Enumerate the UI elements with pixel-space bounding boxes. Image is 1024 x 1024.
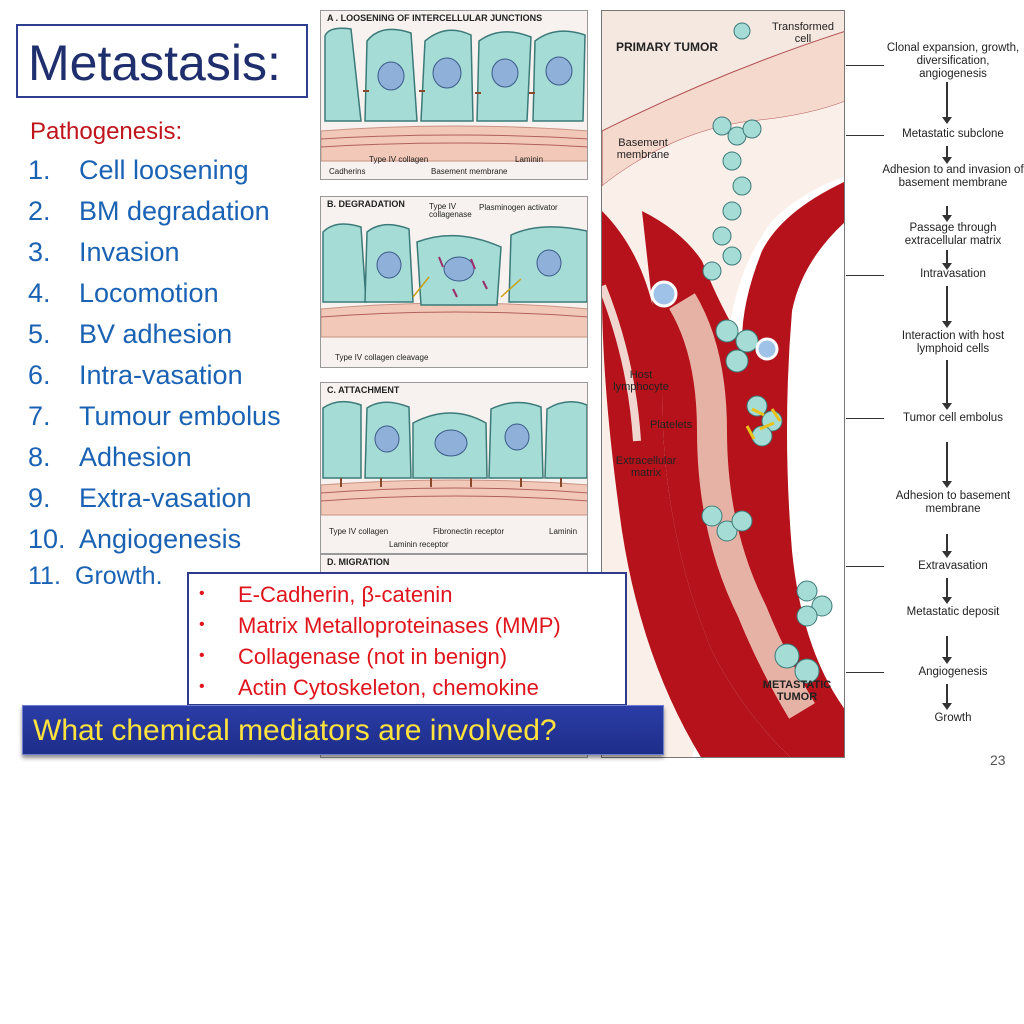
flow-connector — [846, 672, 884, 673]
flow-step: Passage through extracellular matrix — [904, 222, 1002, 248]
panel-title: C. ATTACHMENT — [327, 385, 400, 395]
flow-connector — [846, 275, 884, 276]
flow-step: Angiogenesis — [918, 666, 988, 678]
flow-connector — [846, 135, 884, 136]
slide-title: Metastasis: — [28, 35, 281, 91]
panel-attachment: C. ATTACHMENT Type IV co — [320, 382, 588, 554]
flow-step: Adhesion to basement membrane — [895, 490, 1011, 516]
panel-label: Type IV collagen cleavage — [335, 353, 429, 362]
flow-step: Interaction with host lymphoid cells — [901, 330, 1005, 356]
flow-connector — [846, 65, 884, 66]
flow-arrow — [942, 82, 952, 124]
label-host-lymphocyte: Host lymphocyte — [613, 369, 669, 394]
slide-title-box: Metastasis: — [16, 24, 308, 98]
flow-arrow — [942, 146, 952, 164]
label-platelets: Platelets — [650, 419, 693, 431]
panel-title: B. DEGRADATION — [327, 199, 405, 209]
flow-arrow — [942, 684, 952, 710]
flow-step: Growth — [934, 712, 972, 724]
question-banner: What chemical mediators are involved? — [22, 705, 664, 755]
label-metastatic-tumor: METASTATIC TUMOR — [762, 679, 832, 704]
panel-label: Laminin receptor — [389, 540, 449, 549]
panel-label: Cadherins — [329, 167, 366, 176]
flow-arrow — [942, 206, 952, 222]
panel-title: A . LOOSENING OF INTERCELLULAR JUNCTIONS — [327, 13, 543, 23]
label-transformed-cell: Transformed cell — [772, 21, 834, 46]
flow-step: Intravasation — [920, 268, 986, 280]
panel-label: Type IV collagen — [329, 527, 389, 536]
label-primary-tumor: PRIMARY TUMOR — [616, 40, 718, 54]
flow-connector — [846, 566, 884, 567]
flow-arrow — [942, 534, 952, 558]
mediators-box: •E-Cadherin, β-catenin •Matrix Metallopr… — [187, 572, 627, 706]
flow-step: Adhesion to and invasion of basement mem… — [882, 164, 1024, 190]
flow-step: Tumor cell embolus — [903, 412, 1003, 424]
flow-arrow — [942, 286, 952, 328]
metastasis-diagram: PRIMARY TUMOR Transformed cell Basement … — [601, 10, 845, 758]
label-basement-membrane: Basement membrane — [616, 137, 670, 162]
flow-arrow — [942, 442, 952, 488]
flow-arrow — [942, 250, 952, 270]
panel-label: Fibronectin receptor — [433, 527, 505, 536]
panel-a-illustration — [321, 27, 587, 162]
panel-loosening: A . LOOSENING OF INTERCELLULAR JUNCTIONS — [320, 10, 588, 180]
panel-label: Type IV collagen — [369, 155, 429, 164]
flow-step: Metastatic subclone — [902, 128, 1004, 140]
panel-label: Laminin — [515, 155, 544, 164]
panel-degradation: B. DEGRADATION Type IV collagenase Plasm… — [320, 196, 588, 368]
panel-title: D. MIGRATION — [327, 557, 390, 567]
metastasis-flow: Clonal expansion, growth, diversificatio… — [846, 10, 1024, 758]
panel-label: Basement membrane — [431, 167, 508, 176]
flow-step: Extravasation — [918, 560, 988, 572]
panel-label: Type IV collagenase — [429, 202, 472, 220]
flow-step: Clonal expansion, growth, diversificatio… — [886, 42, 1020, 81]
page-number: 23 — [990, 752, 1006, 768]
flow-arrow — [942, 578, 952, 604]
panel-label: Laminin — [549, 527, 578, 536]
flow-step: Metastatic deposit — [906, 606, 1000, 618]
flow-arrow — [942, 636, 952, 664]
panel-label: Plasminogen activator — [479, 203, 558, 212]
panel-c-illustration — [321, 400, 587, 516]
label-extracellular-matrix: Extracellular matrix — [615, 455, 677, 480]
vessel-illustration — [602, 11, 844, 757]
question-text: What chemical mediators are involved? — [33, 714, 557, 747]
flow-arrow — [942, 360, 952, 410]
panel-b-illustration — [321, 223, 587, 338]
flow-connector — [846, 418, 884, 419]
pathogenesis-heading: Pathogenesis: — [30, 118, 183, 145]
